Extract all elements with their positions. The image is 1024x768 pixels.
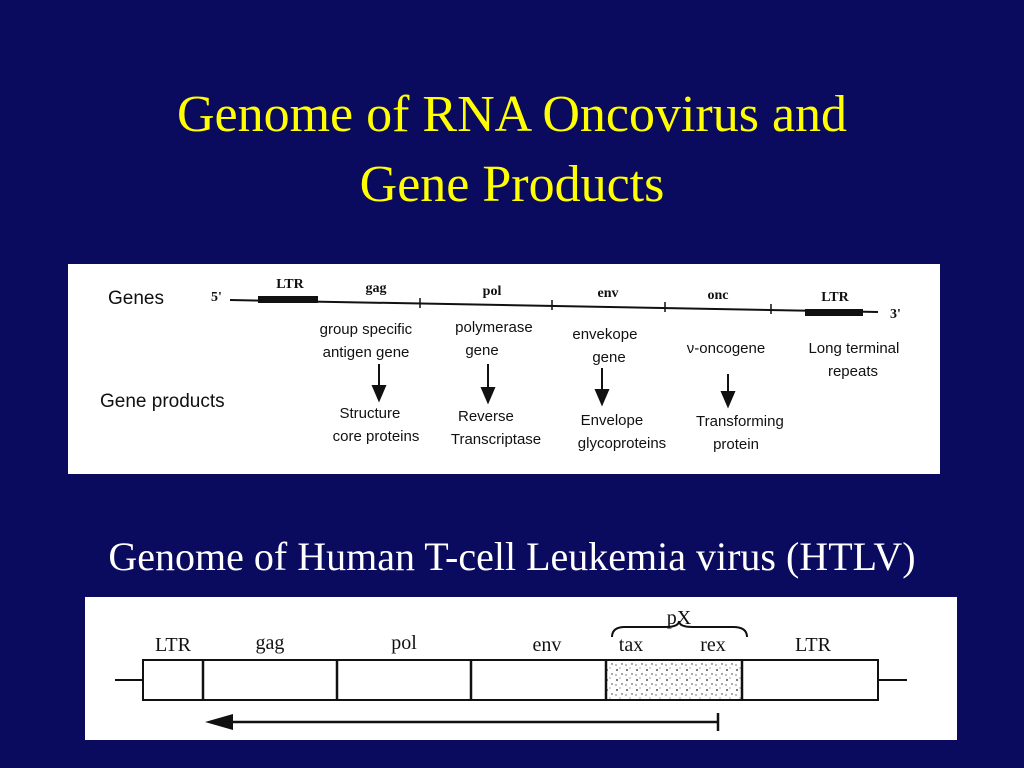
title-line-1: Genome of RNA Oncovirus and (176, 86, 848, 143)
five-prime-label: 5' (211, 290, 222, 305)
gene-name-gag: gag (366, 281, 387, 296)
oncovirus-genome-diagram: Genes Gene products 5' 3' LTR gag pol en… (68, 264, 940, 474)
row-label-genes: Genes (108, 288, 164, 309)
segment-label-ltr-right: LTR (795, 634, 832, 656)
three-prime-label: 3' (890, 307, 901, 322)
title-line-2: Gene Products (359, 156, 665, 213)
product-env: Envelope glycoproteins (578, 412, 666, 452)
segment-label-env: env (533, 634, 562, 656)
oncovirus-genome-svg: Genes Gene products 5' 3' LTR gag pol en… (100, 277, 903, 453)
htlv-subtitle: Genome of Human T-cell Leukemia virus (H… (108, 534, 916, 579)
gene-name-ltr-right: LTR (821, 290, 849, 305)
ltr-block-right (805, 309, 863, 316)
arrow-gag (371, 364, 387, 403)
transcript-arrowhead (205, 714, 233, 730)
segment-label-rex: rex (700, 634, 726, 656)
arrow-env (594, 368, 610, 407)
product-onc: Transforming protein (696, 413, 788, 453)
slide-title: Genome of RNA Oncovirus and Gene Product… (0, 80, 1024, 220)
gene-desc-onc: ν-oncogene (687, 340, 765, 357)
product-pol: Reverse Transcriptase (451, 408, 541, 448)
segment-label-gag: gag (256, 632, 285, 654)
gene-desc-env: envekope gene (572, 326, 641, 366)
segment-label-pol: pol (391, 632, 417, 654)
segment-label-ltr-left: LTR (155, 634, 192, 656)
gene-desc-ltr: Long terminal repeats (808, 340, 903, 380)
px-region-stipple (606, 661, 742, 699)
htlv-genome-diagram: pX LTR gag pol env tax rex LTR (85, 597, 957, 740)
genome-line (229, 299, 879, 313)
px-label: pX (667, 607, 692, 629)
htlv-genome-svg: pX LTR gag pol env tax rex LTR (115, 607, 907, 731)
gene-name-ltr-left: LTR (276, 277, 304, 292)
arrow-pol (480, 364, 496, 405)
segment-label-tax: tax (619, 634, 643, 656)
arrow-onc (720, 374, 736, 409)
ltr-block-left (258, 296, 318, 303)
gene-desc-pol: polymerase gene (455, 319, 537, 359)
gene-name-onc: onc (708, 288, 729, 303)
gene-desc-gag: group specific antigen gene (320, 321, 417, 361)
genome-box (142, 659, 879, 701)
gene-name-pol: pol (483, 284, 502, 299)
px-brace (611, 620, 748, 638)
row-label-gene-products: Gene products (100, 391, 225, 412)
product-gag: Structure core proteins (333, 405, 420, 445)
gene-name-env: env (598, 286, 619, 301)
